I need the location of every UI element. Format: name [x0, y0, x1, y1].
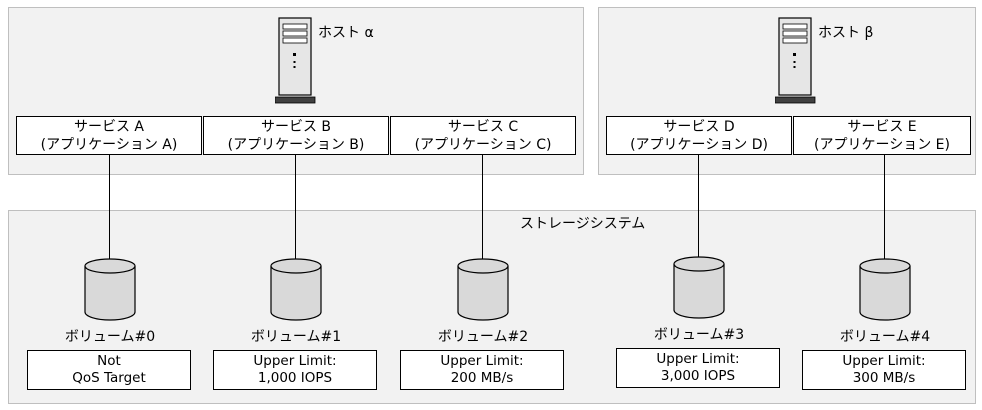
volume-1-qos-box: Upper Limit: 1,000 IOPS: [213, 350, 377, 390]
storage-system-title: ストレージシステム: [520, 216, 646, 232]
connector-line-d: [698, 154, 699, 260]
service-name: サービス E: [847, 119, 917, 135]
service-box-a: サービス A (アプリケーション A): [16, 116, 202, 155]
host-beta-title: ホスト β: [818, 25, 874, 41]
server-beta-icon: [775, 17, 816, 104]
volume-1-cylinder-icon: [270, 258, 322, 321]
volume-3-cylinder-icon: [673, 256, 725, 319]
qos-line-2: 3,000 IOPS: [660, 368, 736, 384]
volume-0-cylinder-icon: [84, 258, 136, 321]
connector-line-c: [482, 154, 483, 262]
qos-line-2: 200 MB/s: [450, 370, 514, 386]
service-name: サービス B: [260, 119, 332, 135]
qos-line-1: Upper Limit:: [440, 353, 524, 369]
qos-line-1: Not: [97, 353, 121, 369]
service-app: (アプリケーション E): [814, 137, 950, 153]
volume-1-label: ボリューム#1: [250, 329, 342, 345]
volume-2-cylinder-icon: [457, 258, 509, 321]
volume-4-cylinder-icon: [859, 258, 911, 321]
qos-line-1: Upper Limit:: [253, 353, 337, 369]
service-app: (アプリケーション A): [40, 137, 178, 153]
qos-line-2: 1,000 IOPS: [257, 370, 333, 386]
host-alpha-title: ホスト α: [318, 25, 374, 41]
service-box-b: サービス B (アプリケーション B): [203, 116, 389, 155]
volume-4-qos-box: Upper Limit: 300 MB/s: [802, 350, 966, 390]
volume-4-label: ボリューム#4: [839, 329, 931, 345]
service-app: (アプリケーション D): [630, 137, 768, 153]
service-box-d: サービス D (アプリケーション D): [606, 116, 792, 155]
service-box-c: サービス C (アプリケーション C): [390, 116, 576, 155]
volume-0-qos-box: Not QoS Target: [27, 350, 191, 390]
qos-line-1: Upper Limit:: [656, 351, 740, 367]
volume-3-label: ボリューム#3: [653, 327, 745, 343]
service-name: サービス D: [663, 119, 735, 135]
connector-line-b: [295, 154, 296, 262]
qos-line-2: 300 MB/s: [852, 370, 916, 386]
qos-line-1: Upper Limit:: [842, 353, 926, 369]
service-name: サービス A: [73, 119, 145, 135]
service-app: (アプリケーション C): [414, 137, 552, 153]
volume-2-qos-box: Upper Limit: 200 MB/s: [400, 350, 564, 390]
qos-line-2: QoS Target: [72, 370, 146, 386]
service-name: サービス C: [447, 119, 519, 135]
volume-3-qos-box: Upper Limit: 3,000 IOPS: [616, 348, 780, 388]
service-app: (アプリケーション B): [227, 137, 365, 153]
connector-line-a: [109, 154, 110, 262]
volume-2-label: ボリューム#2: [437, 329, 529, 345]
connector-line-e: [884, 154, 885, 262]
service-box-e: サービス E (アプリケーション E): [793, 116, 971, 155]
server-alpha-icon: [275, 17, 316, 104]
volume-0-label: ボリューム#0: [64, 329, 156, 345]
